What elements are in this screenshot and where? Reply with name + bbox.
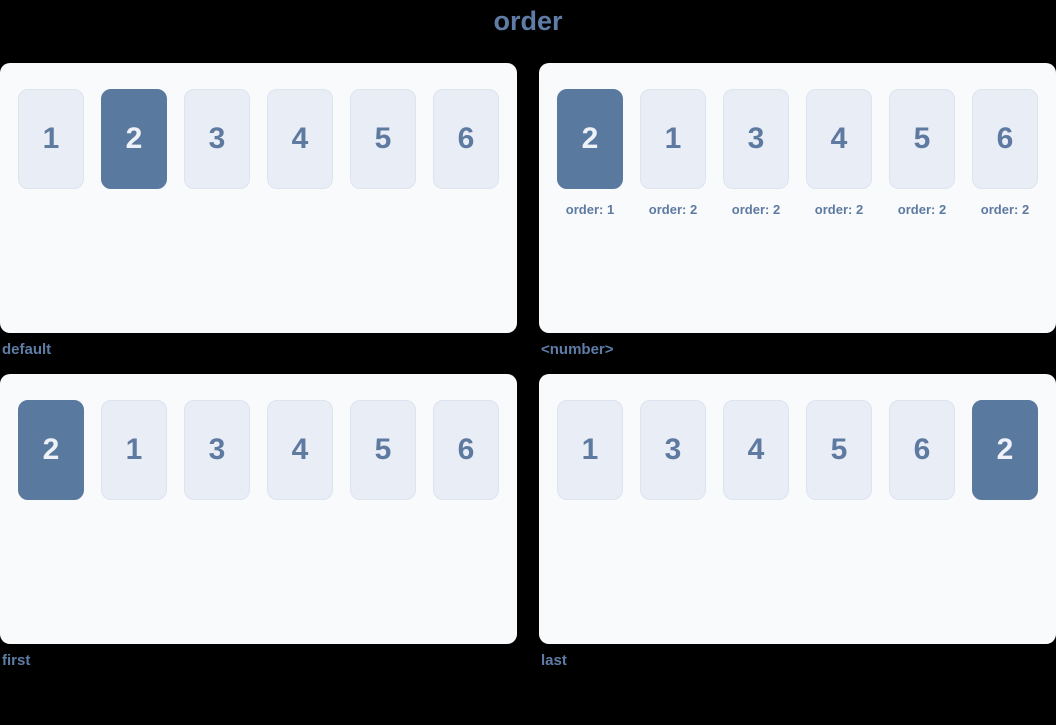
flex-item-column: 3 <box>184 89 250 189</box>
flex-item-column: 2 <box>18 400 84 500</box>
flex-item-column: 1 <box>18 89 84 189</box>
order-value-label: order: 2 <box>731 202 781 217</box>
flex-item: 6 <box>972 89 1038 189</box>
flex-item: 4 <box>267 400 333 500</box>
flex-item-column: 6 order: 2 <box>972 89 1038 217</box>
flex-item: 6 <box>889 400 955 500</box>
flex-item-column: 6 <box>433 400 499 500</box>
flex-item-column: 3 <box>184 400 250 500</box>
caption-number: <number> <box>541 341 614 358</box>
flex-item-column: 4 <box>267 89 333 189</box>
flex-item: 1 <box>557 400 623 500</box>
flex-item: 3 <box>640 400 706 500</box>
order-value-label: order: 2 <box>897 202 947 217</box>
flex-item: 1 <box>18 89 84 189</box>
flex-item-column: 5 <box>350 89 416 189</box>
flex-item-column: 1 <box>557 400 623 500</box>
flex-item-column: 4 order: 2 <box>806 89 872 217</box>
flex-items-row: 2 order: 1 1 order: 2 3 order: 2 4 order: 2 5 ord… <box>557 89 1039 217</box>
flex-item-highlighted: 2 <box>18 400 84 500</box>
flex-item: 3 <box>723 89 789 189</box>
flex-item-column: 5 <box>806 400 872 500</box>
flex-item-column: 5 <box>350 400 416 500</box>
flex-item-column: 2 <box>972 400 1038 500</box>
flex-item-column: 6 <box>889 400 955 500</box>
flex-item-highlighted: 2 <box>972 400 1038 500</box>
flex-item-column: 3 order: 2 <box>723 89 789 217</box>
order-value-label: order: 2 <box>648 202 698 217</box>
order-value-label: order: 2 <box>814 202 864 217</box>
panel-number: 2 order: 1 1 order: 2 3 order: 2 4 order: 2 5 ord… <box>539 63 1056 333</box>
caption-first: first <box>2 652 31 669</box>
flex-item: 1 <box>101 400 167 500</box>
flex-item-column: 4 <box>723 400 789 500</box>
flex-item-column: 3 <box>640 400 706 500</box>
page-title: order <box>493 6 563 36</box>
order-value-label: order: 1 <box>565 202 615 217</box>
order-value-label: order: 2 <box>980 202 1030 217</box>
flex-item: 4 <box>723 400 789 500</box>
flex-item: 5 <box>889 89 955 189</box>
flex-item-column: 6 <box>433 89 499 189</box>
flex-item-column: 1 order: 2 <box>640 89 706 217</box>
flex-item-highlighted: 2 <box>101 89 167 189</box>
flex-item: 5 <box>806 400 872 500</box>
flex-item: 6 <box>433 89 499 189</box>
caption-default: default <box>2 341 52 358</box>
flex-item: 1 <box>640 89 706 189</box>
flex-item: 3 <box>184 89 250 189</box>
flex-item-highlighted: 2 <box>557 89 623 189</box>
flex-item-column: 5 order: 2 <box>889 89 955 217</box>
example-number: 2 order: 1 1 order: 2 3 order: 2 4 order: 2 5 ord… <box>539 63 1056 359</box>
flex-item-column: 2 order: 1 <box>557 89 623 217</box>
flex-item: 3 <box>184 400 250 500</box>
flex-item: 4 <box>806 89 872 189</box>
flex-item-column: 1 <box>101 400 167 500</box>
flex-item: 5 <box>350 400 416 500</box>
flex-item-column: 2 <box>101 89 167 189</box>
flex-item-column: 4 <box>267 400 333 500</box>
flex-item: 4 <box>267 89 333 189</box>
flex-item: 6 <box>433 400 499 500</box>
flex-item: 5 <box>350 89 416 189</box>
caption-last: last <box>541 652 567 669</box>
